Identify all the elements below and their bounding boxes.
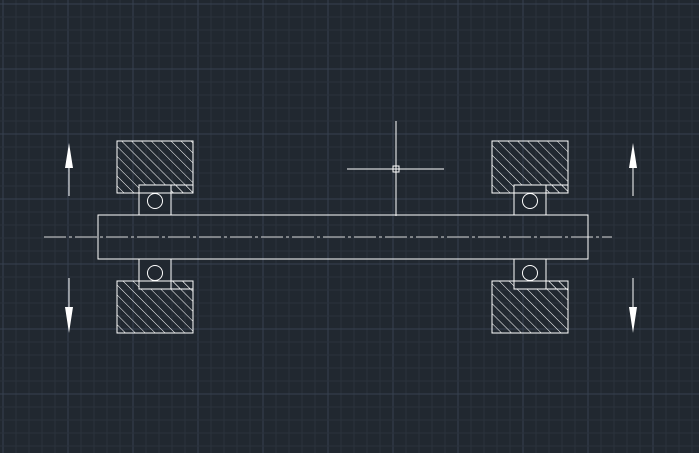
bearing-housing-bottom-right[interactable] (491, 258, 569, 334)
load-arrow-up-right[interactable] (629, 143, 637, 196)
bearing-housing-top-right[interactable] (491, 140, 569, 216)
ball-bearing-bottom-right[interactable] (514, 265, 546, 282)
bearing-housing-top-left[interactable] (116, 140, 194, 216)
ball-bearing-bottom-left[interactable] (139, 265, 171, 282)
load-arrow-down-left[interactable] (65, 278, 73, 333)
crosshair-cursor-icon (347, 121, 444, 216)
bearing-housing-bottom-left[interactable] (116, 258, 194, 334)
ball-bearing-top-left[interactable] (139, 192, 171, 209)
shaft[interactable] (97, 214, 589, 260)
load-arrow-down-right[interactable] (629, 278, 637, 333)
load-arrow-up-left[interactable] (65, 143, 73, 196)
ball-bearing-top-right[interactable] (514, 192, 546, 209)
